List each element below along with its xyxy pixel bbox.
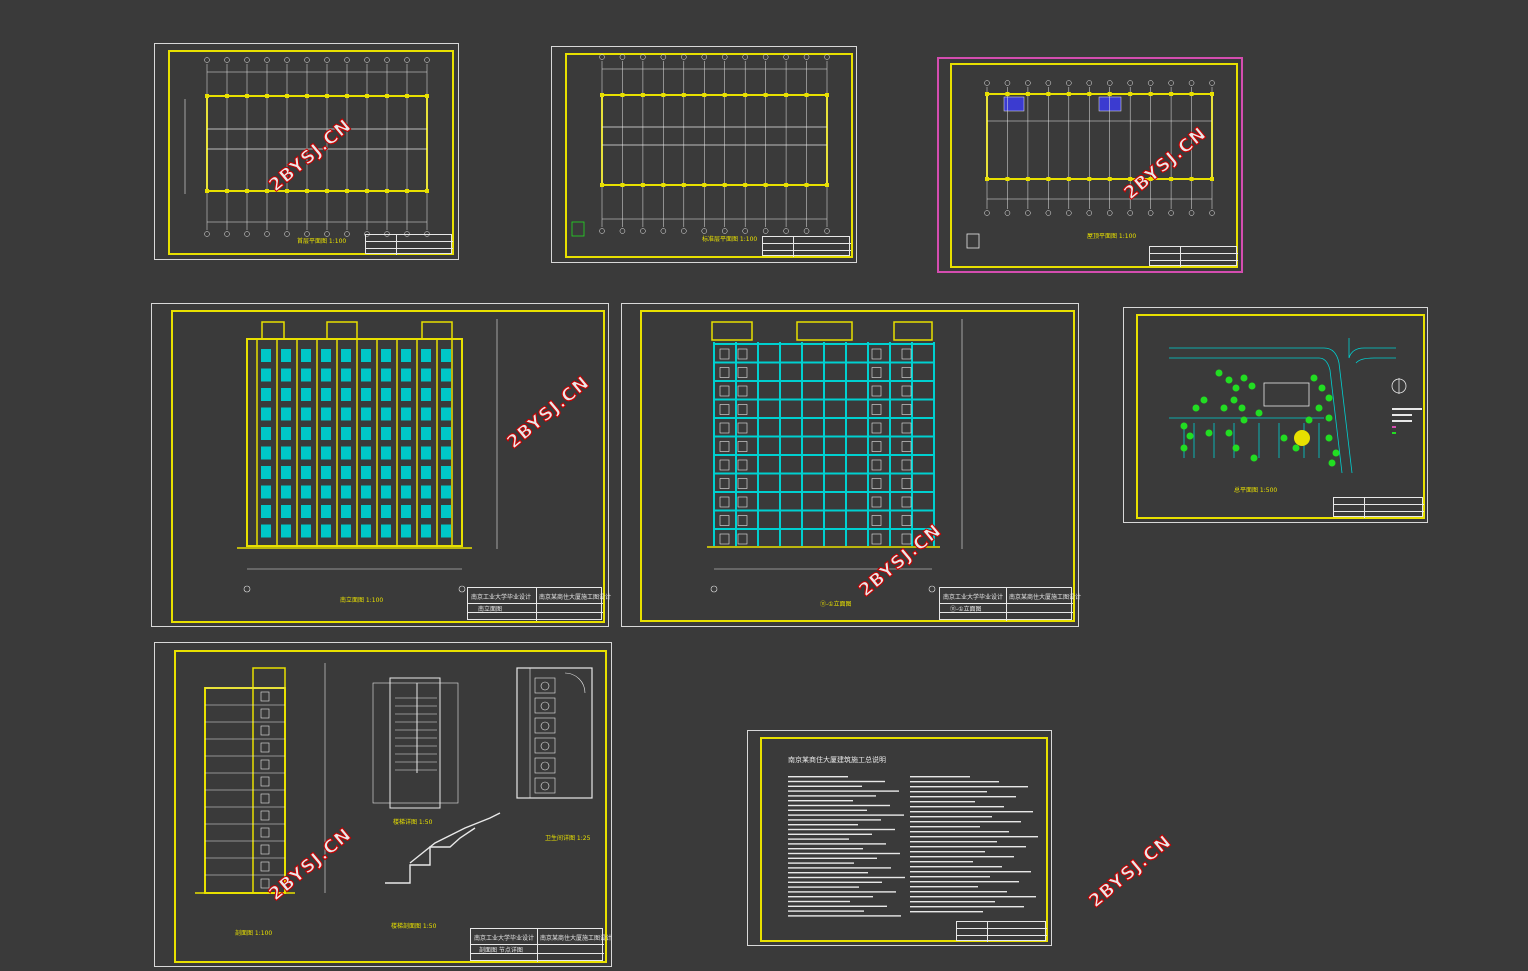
title-block-project: 南京某商住大厦施工图设计: [539, 594, 612, 601]
south-elevation-drawing: [237, 319, 498, 593]
title-block: [365, 234, 453, 255]
title-block-project: 南京某商住大厦施工图设计: [540, 935, 613, 942]
drawing-sheet-elevation-1[interactable]: 南立面图 1:100 南京工业大学毕业设计 南京某商住大厦施工图设计 南立面图: [151, 303, 611, 627]
drawing-sheet-plan-3[interactable]: 屋顶平面图 1:100: [937, 57, 1243, 273]
title-block: [762, 236, 851, 257]
drawing-frame: [168, 50, 454, 255]
sheet-caption: 总平面图 1:500: [1234, 487, 1278, 494]
drawing-frame: [174, 650, 607, 963]
sheet-caption: 屋顶平面图 1:100: [1087, 233, 1137, 240]
toilet-detail-caption: 卫生间详图 1:25: [545, 835, 591, 842]
notes-text-lines: [788, 776, 1038, 917]
drawing-frame: [171, 310, 605, 623]
drawing-sheet-plan-1[interactable]: 首层平面图 1:100: [154, 43, 459, 260]
watermark: 2BYSJ.CN: [1085, 831, 1177, 913]
title-block-school: 南京工业大学毕业设计: [474, 935, 535, 942]
side-elevation-drawing: [707, 319, 963, 593]
title-block-school: 南京工业大学毕业设计: [943, 594, 1004, 601]
drawing-sheet-section-details[interactable]: 剖面图 1:100 楼梯详图 1:50 楼梯剖面图 1:50 卫生间详图 1:2…: [154, 642, 612, 967]
title-block-drawing: 南立面图: [478, 606, 503, 613]
drawing-sheet-plan-2[interactable]: 标准层平面图 1:100: [551, 46, 857, 263]
title-block-project: 南京某商住大厦施工图设计: [1009, 594, 1082, 601]
drawing-frame: [565, 53, 853, 258]
title-block: [1149, 246, 1238, 267]
title-block-drawing: 剖面图 节点详图: [479, 947, 523, 954]
sheet-caption: 南立面图 1:100: [340, 597, 384, 604]
drawing-sheet-site-plan[interactable]: 总平面图 1:500: [1123, 307, 1428, 523]
title-block: 南京工业大学毕业设计 南京某商住大厦施工图设计 ⑪-①立面图: [939, 587, 1081, 621]
drawing-frame: [950, 63, 1238, 268]
stair-section-caption: 楼梯剖面图 1:50: [391, 923, 437, 930]
title-block: [1333, 497, 1424, 518]
title-block: 南京工业大学毕业设计 南京某商住大厦施工图设计 南立面图: [467, 587, 611, 621]
drawing-sheet-design-notes[interactable]: 南京某商住大厦建筑施工总说明: [747, 730, 1052, 946]
section-details-drawing: [195, 663, 593, 894]
floor-plan-3-drawing: [966, 80, 1215, 249]
stair-plan-caption: 楼梯详图 1:50: [393, 819, 433, 826]
title-block-drawing: ⑪-①立面图: [950, 606, 982, 613]
title-block: 南京工业大学毕业设计 南京某商住大厦施工图设计 剖面图 节点详图: [470, 928, 612, 962]
sheet-caption: 首层平面图 1:100: [297, 238, 347, 245]
sheet-caption: 标准层平面图 1:100: [702, 236, 758, 243]
floor-plan-1-drawing: [184, 57, 430, 237]
drawing-frame: [1136, 314, 1425, 519]
title-block: [956, 921, 1047, 942]
section-caption: 剖面图 1:100: [235, 930, 273, 937]
title-block-school: 南京工业大学毕业设计: [471, 594, 532, 601]
notes-title: 南京某商住大厦建筑施工总说明: [788, 756, 886, 764]
floor-plan-2-drawing: [571, 54, 830, 237]
sheet-caption: ⑪-①立面图: [820, 601, 852, 608]
drawing-frame: [760, 737, 1048, 942]
drawing-frame: [640, 310, 1075, 622]
drawing-sheet-elevation-2[interactable]: ⑪-①立面图 南京工业大学毕业设计 南京某商住大厦施工图设计 ⑪-①立面图: [621, 303, 1081, 627]
site-plan-drawing: [1169, 338, 1422, 474]
